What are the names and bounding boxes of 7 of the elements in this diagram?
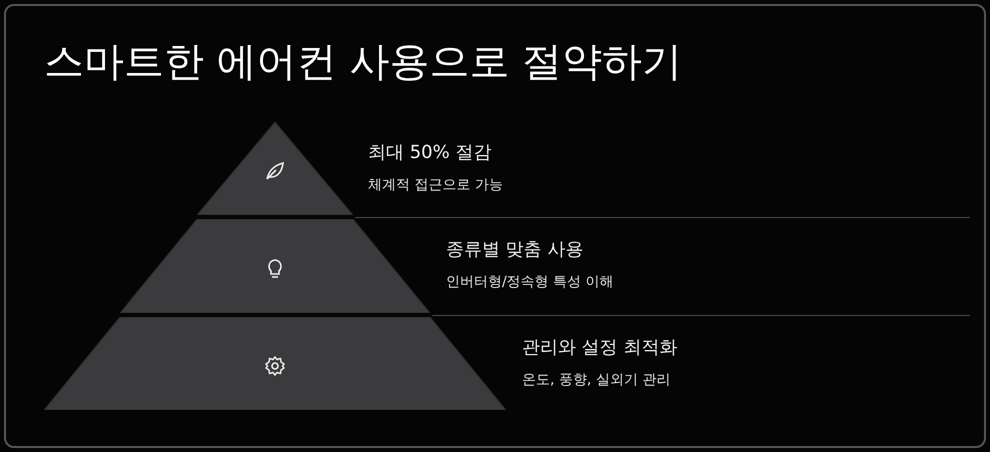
tier-description: 인버터형/정속형 특성 이해 — [446, 273, 614, 291]
title: 스마트한 에어컨 사용으로 절약하기 — [44, 38, 682, 87]
tier-description: 체계적 접근으로 가능 — [368, 176, 503, 194]
tier-heading: 관리와 설정 최적화 — [522, 336, 678, 359]
tier-heading: 종류별 맞춤 사용 — [446, 238, 584, 261]
tier-heading: 최대 50% 절감 — [368, 141, 492, 164]
tier-description: 온도, 풍향, 실외기 관리 — [522, 371, 670, 389]
